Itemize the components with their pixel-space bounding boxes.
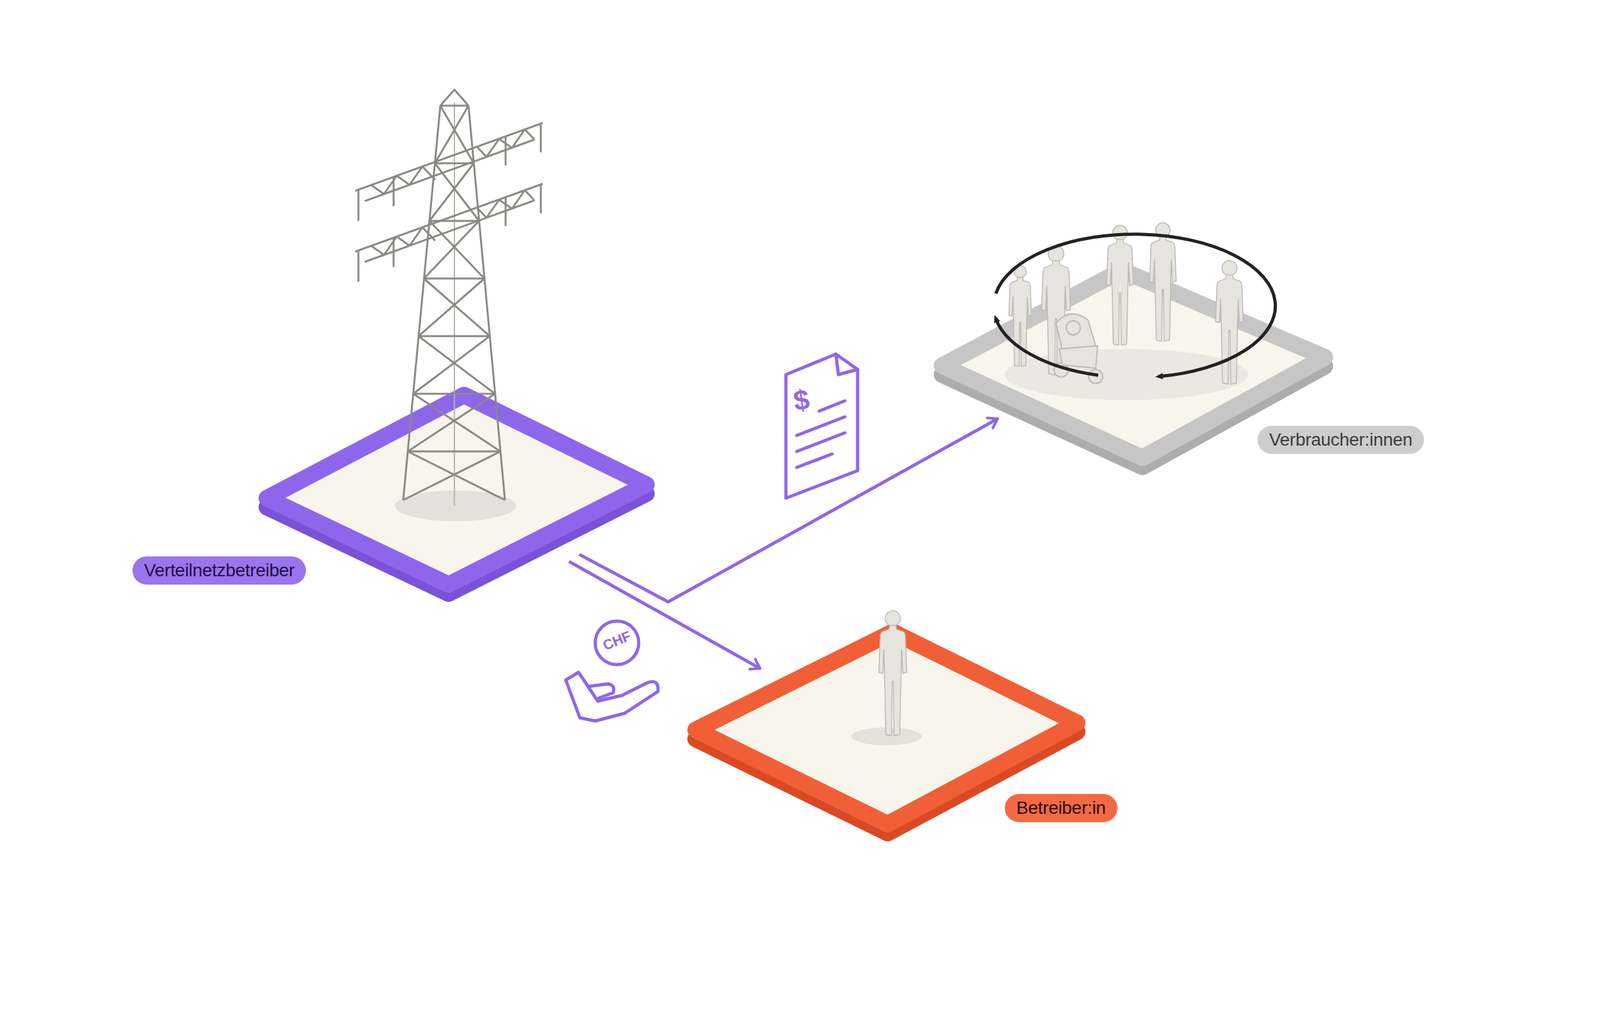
node-label: Verbraucher:innen (1257, 425, 1424, 454)
invoice-icon (785, 353, 858, 498)
icon-text: $ (791, 382, 812, 418)
flow-arrow (568, 561, 761, 669)
platform-node: Betreiber:in (681, 617, 1092, 842)
operator-figure (851, 610, 922, 745)
node-label: Betreiber:in (1004, 793, 1118, 822)
node-label: Verteilnetzbetreiber (132, 556, 306, 585)
flow-arrow (579, 418, 998, 602)
label-pill: Verbraucher:innen (1257, 425, 1424, 454)
consumer-group (995, 222, 1276, 400)
platform-node: Verbraucher:innen (928, 256, 1341, 477)
label-pill: Betreiber:in (1004, 793, 1118, 822)
label-pill: Verteilnetzbetreiber (132, 556, 306, 585)
payment-icon (565, 620, 658, 721)
platform-shape (252, 380, 663, 608)
power-tower (355, 89, 543, 521)
platform-node: Verteilnetzbetreiber (252, 380, 663, 608)
icon-label: $ (791, 382, 812, 418)
